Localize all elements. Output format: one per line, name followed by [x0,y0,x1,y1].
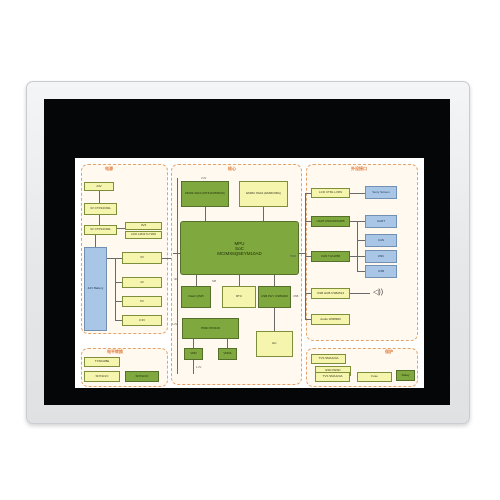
level-shift-zone-title: 电平转换 [107,349,123,354]
uart-port-box: UART [365,215,397,228]
ldo-box: LDO LM3171YZ00 [125,231,162,239]
dc-input-box: 24V [84,182,114,191]
regulator-d-box: 3.3V [122,315,162,326]
usb-port-box: USB [365,265,397,278]
signal-label-usb: USB [293,295,299,298]
battery-box: 42V Battery [84,247,107,331]
usb-phy-box: USB PHY USB3320 [258,286,291,308]
protect-d-box: Fuse [357,372,392,382]
level-shifter-a-box: TXS0108E [84,357,120,367]
regulator-b-box: 4V [122,277,162,288]
converter-2-box: 3V CTP24V00L [84,225,117,235]
pmic-box: PMIC PF0100 [182,318,239,339]
signal-label-i2c: I2C [174,278,179,281]
power-rail-a-box: VDD [184,348,203,360]
display-screen: 电源 24V 3V CTP24V00L 3V CTP24V00L 3V3 LDO… [75,158,424,388]
regulator-a-box: 3V [122,252,162,264]
power-rail-b-box: VDDA [218,348,237,360]
protect-a-box: TVS SMAJ24A [311,354,346,364]
audio-codec-box: Audio WM8960 [311,314,350,325]
rtc-box: RTC [222,286,256,308]
can-interface-box: CAN TJA1050 [311,251,350,262]
aux-controller-box: EC [256,331,293,357]
converter-1-box: 3V CTP24V00L [84,203,117,215]
core-zone-title: 核心 [228,166,236,171]
mcu-processor-box: MPU SoC MCIMX6Q5EYM10AD [180,221,299,275]
signal-label-top: 3.3V [201,177,207,180]
emmc-storage-box: EMMC 8Gbit (EMMC08G) [239,181,288,207]
sony-screen-box: Sony Screen [365,186,397,199]
regulator-c-box: 5V [122,296,162,307]
usb-hub-box: USB HUB USB2514 [311,288,350,299]
signal-label-b: PWR [290,255,297,258]
mcu-part-number: MCIMX6Q5EYM10AD [217,250,262,256]
signal-label-pwr: 1.2V [172,323,178,326]
ddr-memory-box: DDR3 4Gbit (MT41K256M16) [181,181,229,207]
interface-zone-title: 外设接口 [351,166,367,171]
protect-c-box: TVS SMAJ24A [315,372,350,382]
can-port-box: CAN [365,234,397,247]
signal-label-spi: SPI [212,280,217,283]
flash-memory-box: Flash QSPI [181,286,211,308]
power-zone-title: 电源 [105,166,113,171]
level-shifter-c-box: SN74LVC [125,371,159,382]
wifi-port-box: WiFi [365,250,397,263]
speaker-icon: ◁)) [373,289,384,296]
level-shifter-b-box: SN74LVC [84,371,120,382]
rail-3v3-box: 3V3 [125,222,162,230]
protect-e-box: Relay [396,370,415,381]
protect-zone-title: 保护 [385,349,393,354]
signal-label-bottom: 1.2V [196,366,202,369]
mcu-label: MPU [234,240,245,246]
display-controller-box: LCD CTRL LVDS [311,188,350,198]
uart-interface-box: UART RS232/RS485 [311,216,350,227]
mcu-sub-label: SoC [235,245,244,251]
